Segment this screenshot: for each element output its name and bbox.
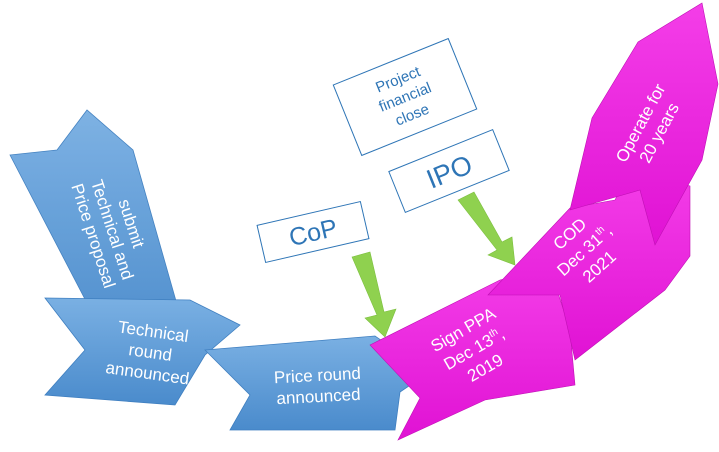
cop-green-arrow [351, 251, 397, 338]
step-price-line-2: announced [276, 385, 361, 408]
step-price-line-1: Price round [273, 364, 361, 388]
step-technical-round-arrow: Technical round announced [44, 297, 241, 406]
ipo-green-arrow [457, 191, 516, 266]
step-operate-arrow: Operate for 20 years [569, 2, 719, 246]
step-sign-ppa-arrow: Sign PPA Dec 13th, 2019 [369, 267, 576, 441]
ipo-box: IPO [388, 128, 510, 214]
financial-close-box: Project financial close [332, 37, 478, 157]
cop-box: CoP [256, 200, 370, 264]
step-submit-arrow: submit Technical and Price proposal [9, 109, 181, 336]
